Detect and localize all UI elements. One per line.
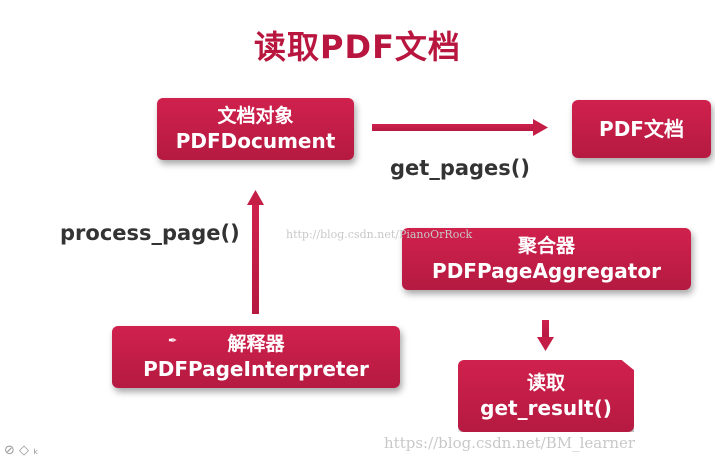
node-interpreter-en: PDFPageInterpreter — [143, 357, 369, 381]
annotation-toolbar: ⊘ ◇ ₖ — [4, 443, 39, 458]
watermark-middle: http://blog.csdn.net/PianoOrRock — [286, 228, 473, 241]
arrow-document-to-file — [372, 119, 548, 136]
diagram-title: 读取PDF文档 — [254, 28, 461, 66]
node-result-en: get_result() — [480, 396, 612, 420]
node-interpreter-cn: 解释器 — [227, 333, 285, 355]
node-aggregator: 聚合器 PDFPageAggregator — [402, 228, 691, 290]
node-pdf-document-cn: 文档对象 — [217, 105, 294, 127]
node-aggregator-cn: 聚合器 — [517, 235, 575, 257]
arrow-aggregator-to-result — [537, 320, 554, 351]
arrow-interpreter-to-document — [247, 190, 264, 314]
node-result: 读取 get_result() — [458, 360, 634, 432]
node-pdf-document-en: PDFDocument — [175, 129, 336, 153]
node-interpreter: 解释器 PDFPageInterpreter — [112, 326, 400, 388]
pen-icon: ✒ — [168, 334, 178, 347]
edge-label-get-pages: get_pages() — [390, 156, 530, 180]
node-pdf-file: PDF文档 — [572, 100, 711, 158]
edge-label-process-page: process_page() — [60, 221, 240, 245]
k-tool-icon[interactable]: ₖ — [33, 443, 39, 458]
watermark-bottom: https://blog.csdn.net/BM_learner — [384, 434, 636, 452]
node-result-cn: 读取 — [526, 372, 565, 394]
node-pdf-file-label: PDF文档 — [599, 117, 684, 141]
node-aggregator-en: PDFPageAggregator — [432, 259, 661, 283]
node-pdf-document: 文档对象 PDFDocument — [157, 98, 354, 160]
pointer-tool-icon[interactable]: ⊘ — [4, 443, 15, 458]
eraser-tool-icon[interactable]: ◇ — [19, 443, 30, 458]
